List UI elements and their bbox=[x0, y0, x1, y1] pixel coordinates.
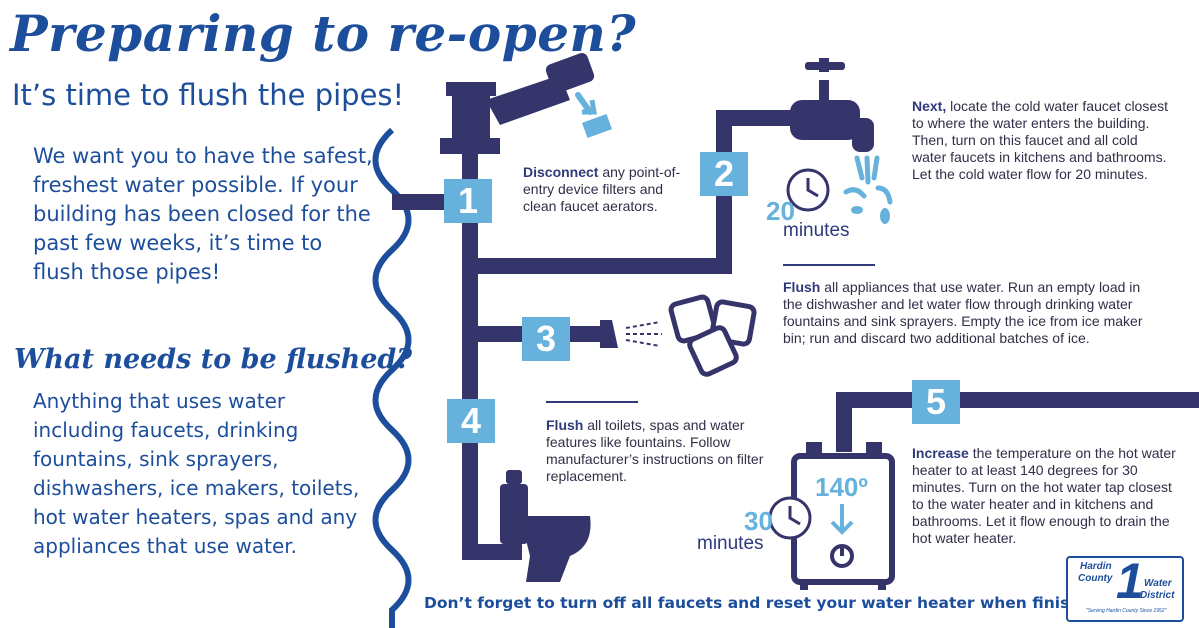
page-title: Preparing to re-open? bbox=[10, 4, 637, 63]
step-4-body: all toilets, spas and water features lik… bbox=[546, 417, 764, 484]
step-4-lead: Flush bbox=[546, 417, 584, 433]
step-2-lead: Next, bbox=[912, 98, 947, 114]
step-4-text: Flush all toilets, spas and water featur… bbox=[546, 417, 792, 485]
step-3-lead: Flush bbox=[783, 279, 821, 295]
faucet-1 bbox=[452, 92, 490, 140]
cold-timer-value: 20 bbox=[766, 196, 795, 226]
step-4-badge: 4 bbox=[447, 399, 495, 443]
faucet-2 bbox=[790, 100, 860, 140]
step-3-body: all appliances that use water. Run an em… bbox=[783, 279, 1143, 346]
toilet bbox=[500, 484, 528, 544]
logo-tagline: "Serving Hardin County Since 1952" bbox=[1086, 608, 1167, 614]
step-5-lead: Increase bbox=[912, 445, 969, 461]
step-1-text: Disconnect any point-of-entry device fil… bbox=[523, 164, 693, 215]
logo-district: District bbox=[1140, 590, 1175, 601]
step-5-text: Increase the temperature on the hot wate… bbox=[912, 445, 1182, 547]
step-5-badge: 5 bbox=[912, 380, 960, 424]
step-4-rule bbox=[546, 401, 638, 403]
logo-water: Water bbox=[1144, 578, 1172, 589]
intro-paragraph: We want you to have the safest, freshest… bbox=[33, 144, 373, 284]
logo-numeral: 1 bbox=[1116, 553, 1144, 609]
main-pipe bbox=[462, 150, 478, 560]
district-logo: Hardin County 1 Water District "Serving … bbox=[1066, 556, 1184, 622]
page-subtitle: It’s time to flush the pipes! bbox=[12, 78, 405, 112]
step-1-badge: 1 bbox=[444, 179, 492, 223]
needs-heading: What needs to be flushed? bbox=[14, 344, 413, 375]
temperature-label: 140º bbox=[815, 472, 868, 502]
needs-paragraph: Anything that uses water including fauce… bbox=[33, 389, 360, 558]
logo-county: County bbox=[1078, 573, 1113, 584]
footer-reminder: Don’t forget to turn off all faucets and… bbox=[424, 594, 1110, 612]
step-3-badge: 3 bbox=[522, 317, 570, 361]
hot-timer-unit: minutes bbox=[697, 533, 764, 554]
cold-timer-unit: minutes bbox=[783, 220, 850, 241]
step-3-text: Flush all appliances that use water. Run… bbox=[783, 279, 1145, 347]
step-2-body: locate the cold water faucet closest to … bbox=[912, 98, 1169, 182]
step-1-body: any point-of-entry device filters and cl… bbox=[523, 164, 681, 214]
step-2-text: Next, locate the cold water faucet close… bbox=[912, 98, 1174, 183]
step-5-body: the temperature on the hot water heater … bbox=[912, 445, 1176, 546]
hot-timer-value: 30 bbox=[744, 506, 773, 536]
step-3-rule bbox=[783, 264, 875, 266]
step-1-lead: Disconnect bbox=[523, 164, 599, 180]
step-2-badge: 2 bbox=[700, 152, 748, 196]
logo-hardin: Hardin bbox=[1080, 561, 1112, 572]
